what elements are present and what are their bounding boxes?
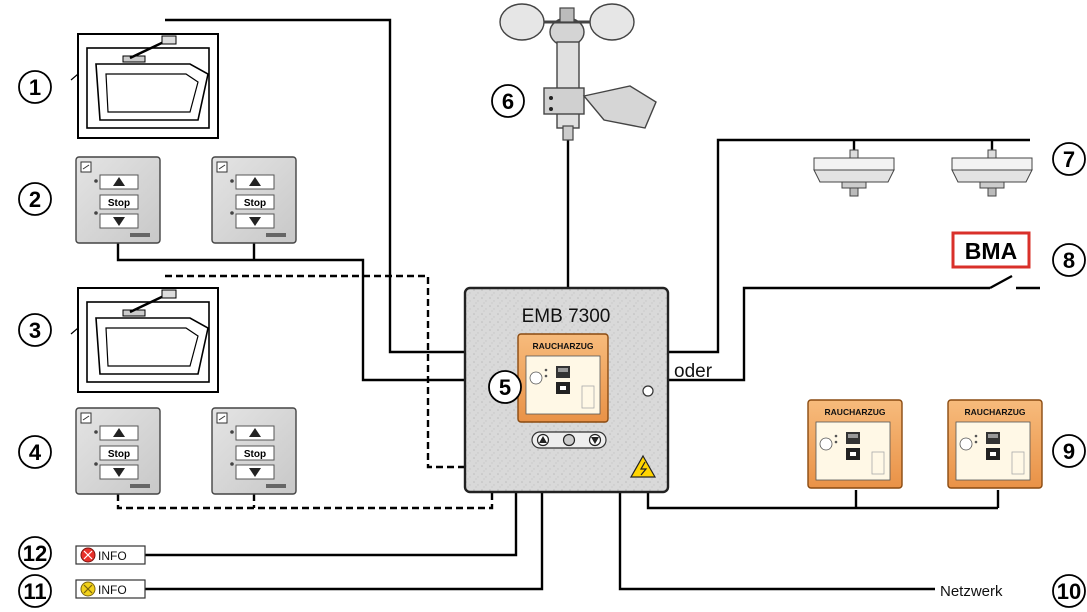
svg-text:5: 5 — [499, 375, 511, 400]
svg-text:1: 1 — [29, 75, 41, 100]
central-vent-label: RAUCHARZUG — [533, 341, 594, 351]
window-actuator-3 — [69, 286, 220, 394]
dashed-wire-window-3 — [165, 274, 465, 469]
svg-text:7: 7 — [1063, 147, 1075, 172]
callout-6: 6 — [491, 84, 525, 118]
callout-5: 5 — [488, 370, 522, 404]
wire-switch-row-2 — [116, 243, 465, 382]
smoke-detector — [813, 149, 895, 197]
stop-label: Stop — [244, 449, 266, 460]
smoke-detector — [951, 149, 1033, 197]
wall-switch: Stop — [75, 156, 161, 244]
window-actuator-1 — [69, 32, 220, 140]
wiring — [116, 18, 1040, 591]
callouts: 1 2 3 4 5 6 7 8 9 10 11 12 — [18, 70, 1086, 608]
callout-12: 12 — [18, 536, 52, 570]
callout-7: 7 — [1052, 142, 1086, 176]
svg-text:6: 6 — [502, 89, 514, 114]
wire-network — [618, 492, 935, 591]
wire-window-1 — [165, 18, 465, 354]
wind-sensor — [499, 3, 657, 141]
svg-text:2: 2 — [29, 187, 41, 212]
dashed-wire-switch-row-4 — [116, 490, 494, 510]
wire-info-yellow — [145, 492, 544, 591]
stop-label: Stop — [108, 449, 130, 460]
wall-switch: Stop — [211, 407, 297, 495]
wall-switch: Stop — [75, 407, 161, 495]
callout-8: 8 — [1052, 243, 1086, 277]
or-label: oder — [674, 361, 713, 382]
callout-3: 3 — [18, 313, 52, 347]
wire-info-red — [145, 492, 518, 557]
key-switch-icon — [642, 385, 654, 397]
central-indicator-strip — [531, 431, 607, 449]
info-indicator-red: INFO — [75, 545, 146, 565]
svg-text:4: 4 — [29, 440, 42, 465]
svg-text:10: 10 — [1057, 579, 1081, 604]
central-title: EMB 7300 — [522, 306, 611, 327]
info-label-yellow: INFO — [98, 583, 127, 597]
svg-text:9: 9 — [1063, 439, 1075, 464]
callout-4: 4 — [18, 435, 52, 469]
network-label: Netzwerk — [940, 583, 1003, 600]
bma-frame — [951, 231, 1031, 269]
wall-switch: Stop — [211, 156, 297, 244]
callout-1: 1 — [18, 70, 52, 104]
callout-11: 11 — [18, 574, 52, 608]
callout-2: 2 — [18, 182, 52, 216]
vent-button-label: RAUCHARZUG — [825, 407, 886, 417]
central-unit: EMB 7300 RAUCHARZUG — [463, 286, 670, 494]
stop-label: Stop — [108, 198, 130, 209]
svg-text:3: 3 — [29, 318, 41, 343]
central-vent-panel: RAUCHARZUG — [517, 333, 609, 423]
svg-text:8: 8 — [1063, 248, 1075, 273]
wire-bma — [668, 286, 990, 382]
wire-vent-buttons — [646, 492, 998, 510]
fire-alarm-bma: BMA — [951, 231, 1031, 269]
high-voltage-warning-icon — [629, 454, 657, 478]
wire-smoke-detectors — [668, 138, 1030, 354]
bma-label: BMA — [965, 238, 1017, 264]
svg-text:11: 11 — [23, 579, 46, 604]
smoke-vent-button: RAUCHARZUG — [807, 399, 903, 489]
stop-label: Stop — [244, 198, 266, 209]
smoke-vent-button: RAUCHARZUG — [947, 399, 1043, 489]
bma-switch-contact — [989, 274, 1013, 290]
svg-text:12: 12 — [23, 541, 47, 566]
callout-9: 9 — [1052, 434, 1086, 468]
vent-button-label: RAUCHARZUG — [965, 407, 1026, 417]
wall-switch-group: Stop Stop Stop — [75, 156, 297, 495]
info-label-red: INFO — [98, 549, 127, 563]
info-indicator-yellow: INFO — [75, 579, 146, 599]
callout-10: 10 — [1052, 574, 1086, 608]
